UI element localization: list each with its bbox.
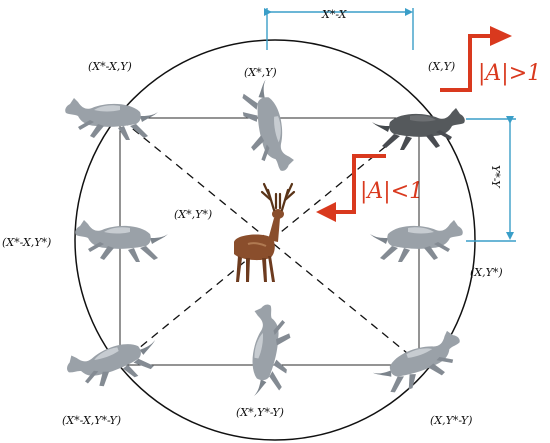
diagonal-2 <box>121 119 419 363</box>
label-bot-left: (X*-X,Y*-Y) <box>62 414 121 427</box>
label-center: (X*,Y*) <box>174 208 212 221</box>
condition-less-label: |A|<1 <box>360 179 423 204</box>
label-top-left: (X*-X,Y) <box>88 60 132 73</box>
search-circle <box>74 39 476 441</box>
label-top-mid: (X*,Y) <box>244 66 277 79</box>
condition-greater-label: |A|>1 <box>478 61 541 86</box>
vertical-dimension-label: Y*-Y <box>489 165 502 189</box>
contract-arrow-icon <box>334 154 386 214</box>
wolf-bot-mid <box>239 302 298 402</box>
label-bot-right: (X,Y*-Y) <box>430 414 472 427</box>
wolf-top-mid <box>237 77 296 176</box>
horizontal-dimension-label: X*-X <box>321 8 348 21</box>
diagonal-1 <box>121 119 419 363</box>
label-mid-left: (X*-X,Y*) <box>2 236 51 249</box>
expand-arrow-icon <box>440 34 492 92</box>
wolf-mid-right <box>370 220 463 262</box>
label-mid-right: (X,Y*) <box>470 266 503 279</box>
label-top-right: (X,Y) <box>428 60 455 73</box>
wolf-top-left <box>65 98 158 140</box>
wolf-mid-left <box>75 220 168 262</box>
label-bot-mid: (X*,Y*-Y) <box>236 406 284 419</box>
wolf-bot-left <box>63 326 165 398</box>
deer-prey <box>232 182 296 284</box>
